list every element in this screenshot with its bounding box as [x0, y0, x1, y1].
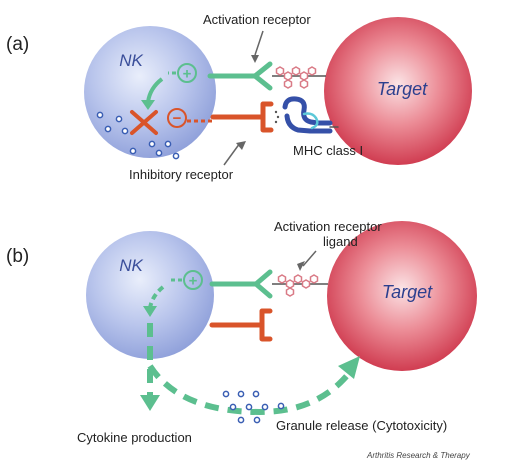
ligand-pointer-arrow-icon: [297, 250, 317, 271]
plus-symbol-a: +: [183, 66, 192, 83]
plus-signal-icon: +: [183, 270, 203, 290]
mhc-molecule-icon: [274, 96, 339, 134]
inhibitory-receptor-label: Inhibitory receptor: [129, 167, 234, 182]
panel-b-label: (b): [6, 246, 29, 267]
inhibitory-receptor-b: [209, 308, 273, 342]
activation-arrowhead-b: [143, 306, 157, 317]
target-cell-a: [324, 17, 472, 165]
mhc-class-i-label: MHC class I: [293, 143, 363, 158]
activation-receptor-a: [207, 61, 273, 91]
panel-a-label: (a): [6, 34, 29, 55]
nk-cell-b-label: NK: [119, 256, 143, 275]
activation-receptor-label-a: Activation receptor: [203, 12, 311, 27]
cytokine-production-label: Cytokine production: [77, 430, 192, 445]
inhibition-cross-icon: [130, 110, 158, 135]
inhibitory-receptor-a: [210, 101, 274, 133]
granules-b: [222, 390, 285, 424]
plus-symbol-b: +: [189, 273, 198, 290]
cytokine-arrowhead: [140, 395, 160, 411]
granule-flow-arrow: [147, 364, 353, 416]
pointer-arrow-icon: [251, 30, 264, 63]
inhibitory-pointer-arrow-icon: [223, 141, 246, 166]
ligand-hexagon-icon: [272, 274, 328, 297]
nk-cell-a-label: NK: [119, 51, 143, 70]
activation-receptor-b: [209, 269, 273, 299]
activation-ligand-label-line1: Activation receptor: [274, 219, 382, 234]
activation-arrowhead-a: [141, 100, 155, 110]
target-cell-b-label: Target: [382, 282, 433, 302]
target-cell-a-label: Target: [377, 79, 428, 99]
granule-release-label: Granule release (Cytotoxicity): [276, 418, 447, 433]
activation-ligand-label-line2: ligand: [323, 234, 358, 249]
target-cell-b: [327, 221, 477, 371]
activation-signal-arrow-a: [146, 77, 164, 103]
minus-signal-icon: −: [167, 108, 187, 128]
source-credit: Arthritis Research & Therapy: [366, 451, 471, 460]
minus-symbol-a: −: [173, 110, 182, 127]
plus-signal-icon: +: [177, 63, 197, 83]
granule-arrowhead: [338, 356, 360, 379]
ligand-hexagon-icon: [272, 66, 326, 89]
nk-cell-b: [86, 231, 214, 359]
